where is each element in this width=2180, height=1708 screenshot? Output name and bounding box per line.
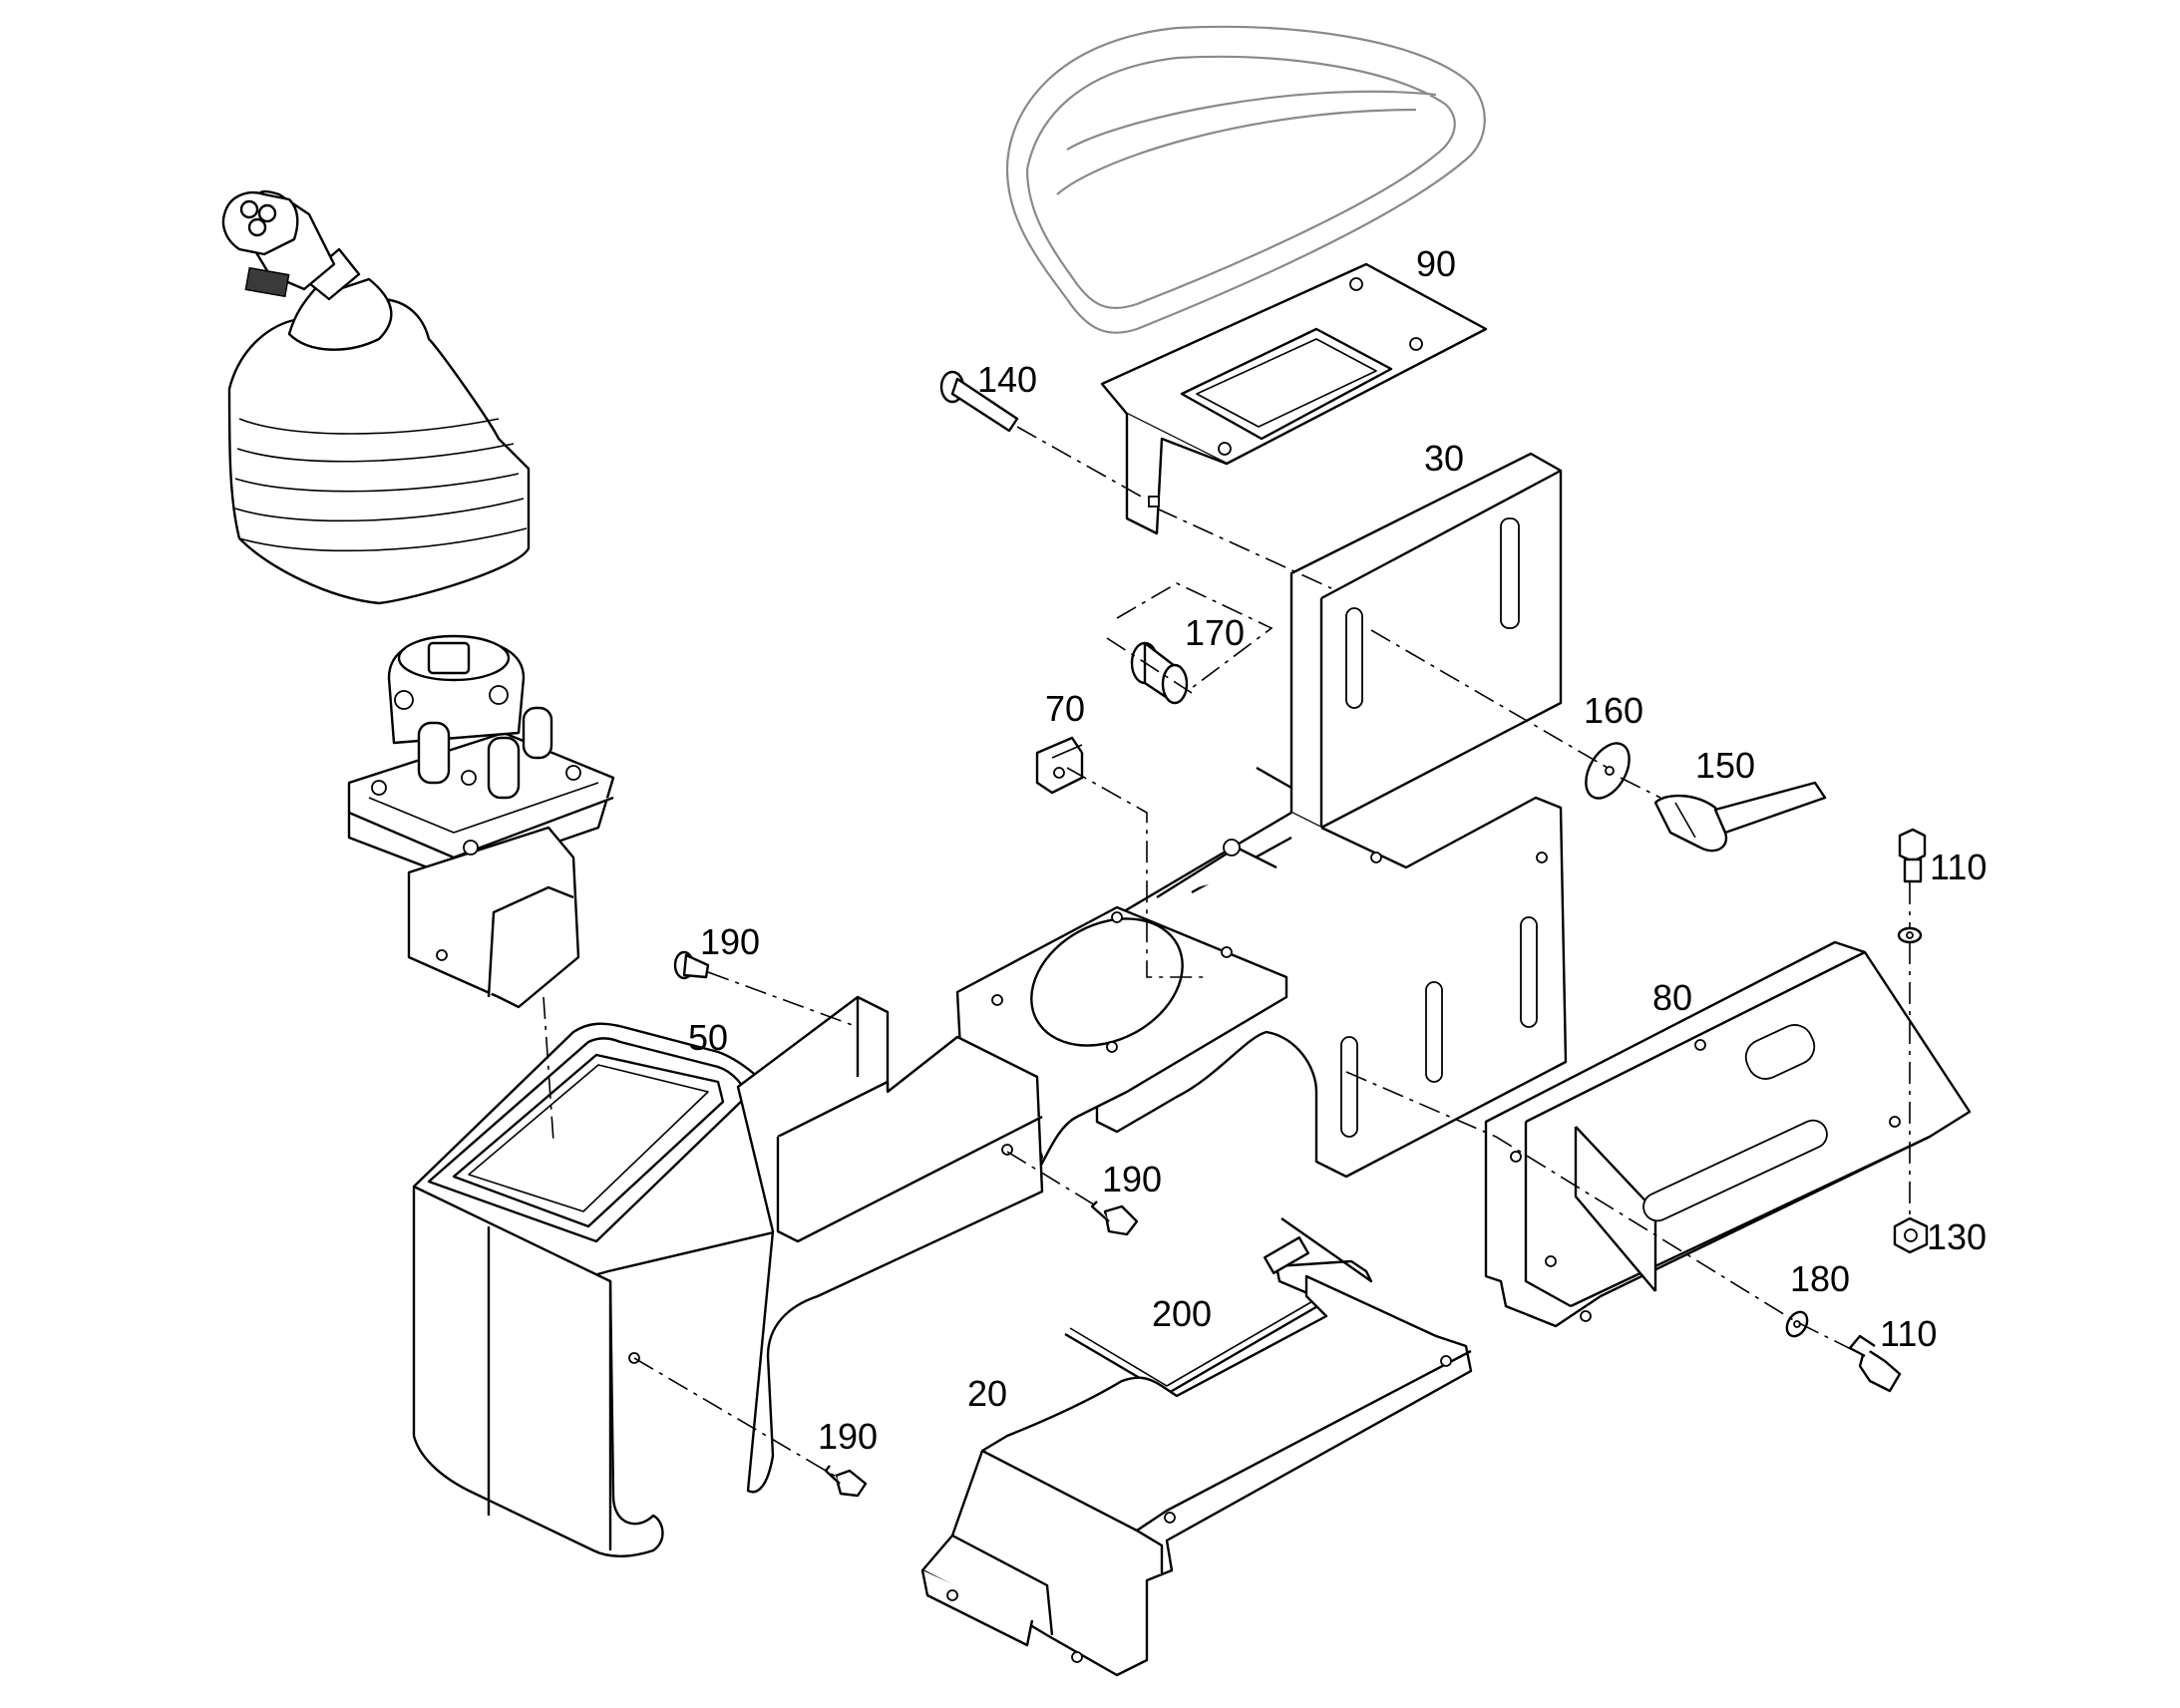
callout-labels: 90 140 30 170 70 160 150 110 190 50 80 1… [688, 243, 1987, 1457]
cover-20 [920, 1274, 1473, 1677]
callout-190-middle: 190 [1102, 1159, 1162, 1199]
console-tube [736, 995, 1044, 1494]
joystick-boot [221, 189, 531, 605]
callout-180: 180 [1790, 1258, 1850, 1299]
bracket-80 [1484, 940, 1972, 1328]
callout-90: 90 [1416, 243, 1456, 284]
plate-90 [1100, 262, 1488, 535]
ring-platform [955, 839, 1288, 1174]
bolt-190-bottom [824, 1465, 868, 1498]
callout-130: 130 [1927, 1216, 1987, 1257]
joystick-valve [347, 634, 615, 1009]
wire-200 [1064, 1217, 1373, 1396]
pin-140 [939, 370, 1019, 433]
bushing-170 [1106, 582, 1273, 705]
bolt-190-middle [1090, 1200, 1139, 1236]
callout-150: 150 [1695, 745, 1755, 786]
leader-lines [543, 426, 1911, 1479]
callout-80: 80 [1652, 977, 1692, 1018]
callout-190-bottom: 190 [818, 1416, 878, 1457]
bolt-190-top [673, 950, 710, 980]
callout-30: 30 [1424, 438, 1464, 479]
callout-170: 170 [1185, 612, 1245, 653]
callout-20: 20 [967, 1373, 1007, 1414]
bolt-110-top [1897, 828, 1927, 944]
callout-70: 70 [1045, 688, 1085, 729]
nut-130 [1893, 1216, 1929, 1254]
callout-200: 200 [1152, 1293, 1212, 1334]
bolt-110-bottom [1848, 1334, 1902, 1393]
lever-150 [1653, 781, 1827, 853]
console-housing-50 [412, 1022, 780, 1557]
washer-160 [1585, 742, 1631, 800]
armrest-cushion [1005, 25, 1486, 334]
callout-50: 50 [688, 1017, 728, 1058]
washer-180 [1785, 1310, 1809, 1338]
callout-190-top: 190 [700, 921, 760, 962]
callout-110-top: 110 [1930, 847, 1987, 887]
callout-160: 160 [1584, 690, 1643, 731]
bracket-30 [1095, 452, 1568, 1179]
callout-140: 140 [977, 359, 1037, 400]
clip-70 [1035, 736, 1084, 795]
callout-110-bottom: 110 [1880, 1313, 1937, 1354]
